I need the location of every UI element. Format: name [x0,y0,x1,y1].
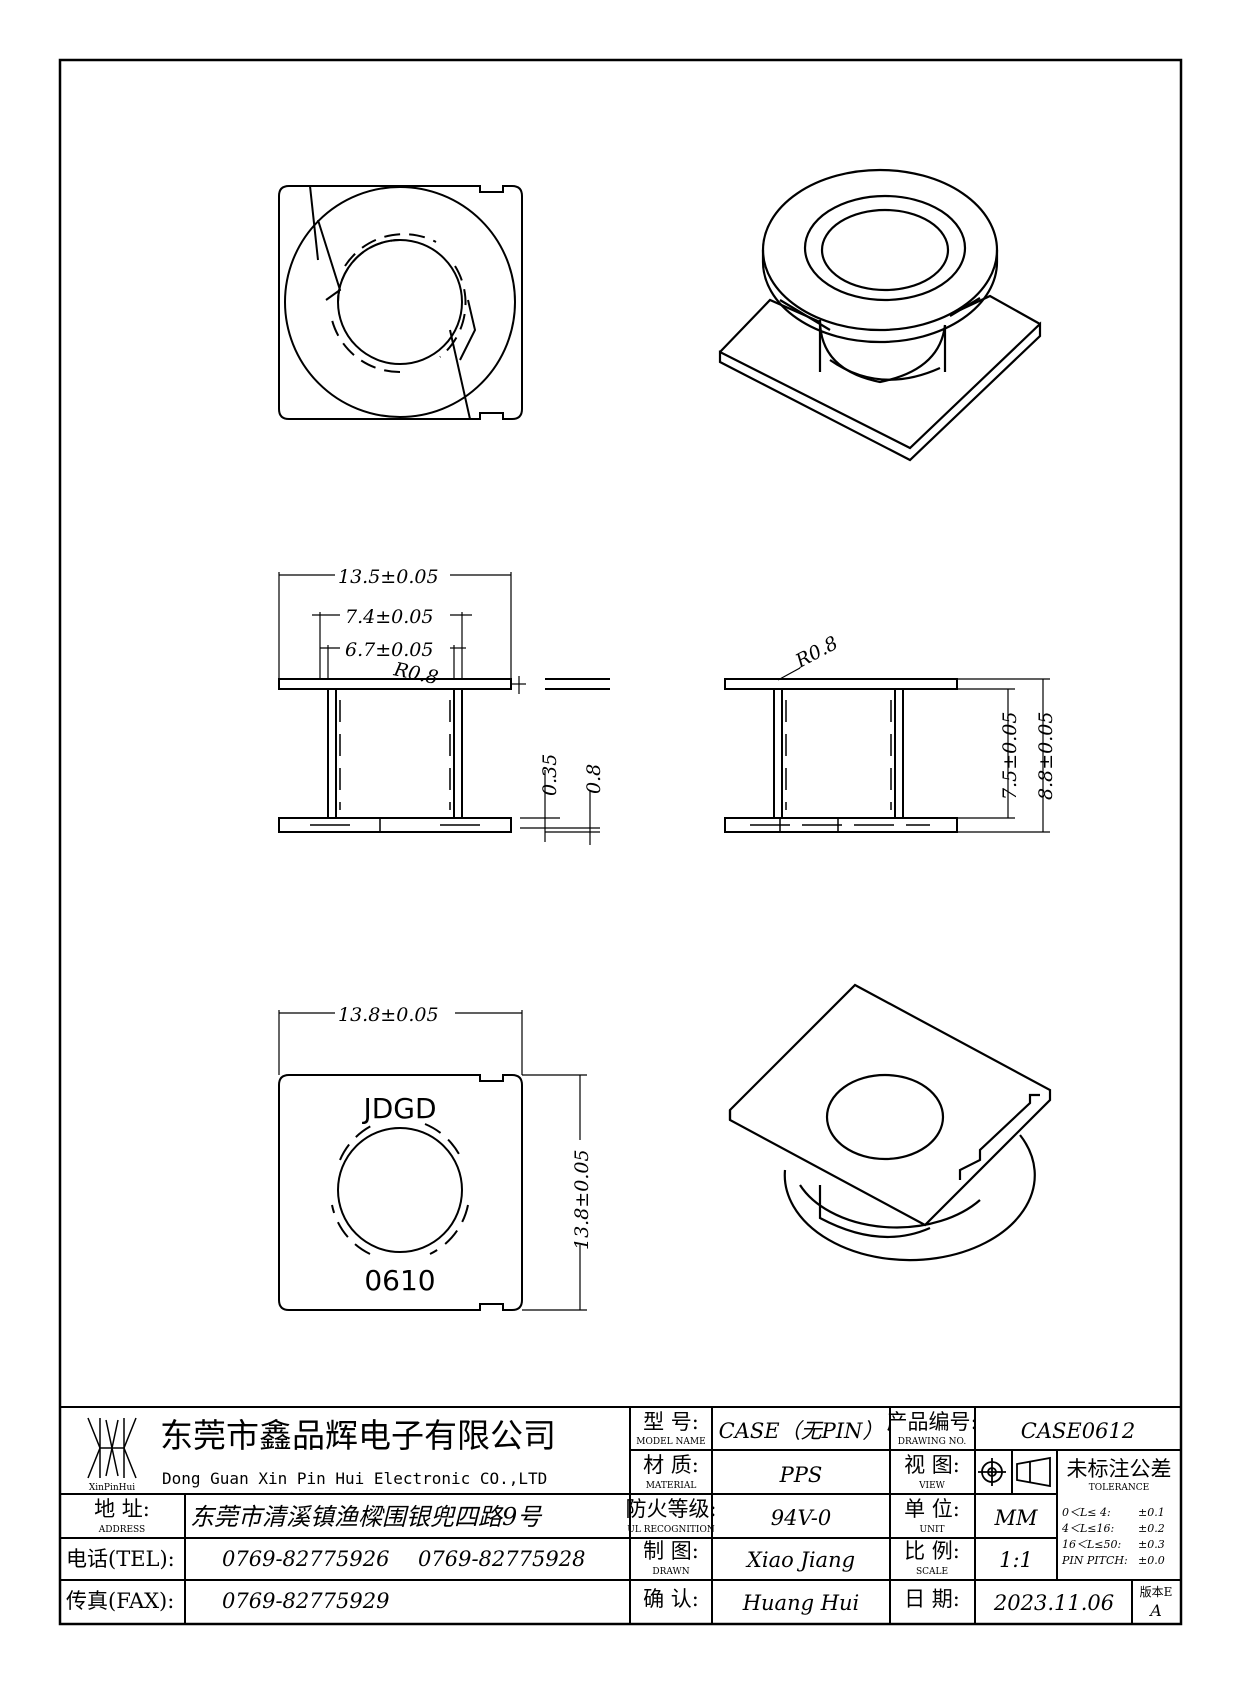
dim-inner-6-7: 6.7±0.05 [345,639,433,661]
title-block-grid [60,1406,1181,1624]
tolerance-range-1: 0＜L≤ 4: [1062,1506,1111,1519]
company-logo [87,1417,137,1479]
bottom-view [278,1074,523,1311]
view-label-en: VIEW [918,1481,946,1491]
dim-total-height-8-8: 8.8±0.05 [1035,712,1057,800]
model-label-en: MODEL NAME [636,1437,705,1447]
tolerance-value-4: ±0.0 [1138,1554,1165,1567]
tel-label: 电话(TEL): [66,1547,175,1571]
unit-label: 单 位: [904,1497,960,1521]
logo-text: XinPinHui [89,1483,135,1493]
tolerance-label-en: TOLERANCE [1089,1483,1150,1493]
fax-label: 传真(FAX): [66,1589,174,1613]
drawn-label: 制 图: [643,1539,699,1563]
bottom-view-dimensions [278,1010,587,1311]
tolerance-range-3: 16＜L≤50: [1062,1538,1121,1551]
dim-radius-front: R0.8 [391,658,440,689]
drawn-value: Xiao Jiang [745,1548,855,1572]
dim-thick-0-8: 0.8 [583,764,605,794]
model-label: 型 号: [643,1410,699,1434]
date-label: 日 期: [904,1587,960,1611]
ul-label: 防火等级: [625,1497,716,1521]
dim-bottom-width: 13.8±0.05 [338,1004,439,1026]
dim-bottom-height: 13.8±0.05 [571,1149,593,1250]
drawn-label-en: DRAWN [652,1567,689,1577]
tolerance-range-2: 4＜L≤16: [1061,1522,1114,1535]
address-label-en: ADDRESS [98,1525,145,1535]
address-label: 地 址: [94,1497,150,1521]
tolerance-range-4: PIN PITCH: [1061,1554,1128,1567]
confirm-value: Huang Hui [742,1591,860,1615]
address-value: 东莞市清溪镇渔樑围银兜四路9号 [190,1503,543,1531]
unit-value: MM [993,1506,1038,1530]
company-name-cn: 东莞市鑫品辉电子有限公司 [160,1416,556,1455]
sheet-border [58,58,1183,1626]
tolerance-value-3: ±0.3 [1138,1538,1165,1551]
dim-thin-0-35: 0.35 [539,754,561,796]
drawing-no-label: 产品编号: [886,1410,977,1434]
tolerance-value-2: ±0.2 [1138,1522,1165,1535]
material-label: 材 质: [643,1453,699,1477]
dim-width-13-5: 13.5±0.05 [338,566,439,588]
fax-value: 0769-82775929 [222,1589,389,1613]
scale-label: 比 例: [904,1539,960,1563]
front-view [278,678,610,833]
tolerance-value-1: ±0.1 [1138,1506,1165,1519]
dim-inner-outer-7-4: 7.4±0.05 [345,606,433,628]
drawing-no-label-en: DRAWING NO. [898,1437,967,1447]
version-value: A [1148,1601,1162,1620]
date-value: 2023.11.06 [993,1591,1114,1615]
projection-symbol-icon [978,1456,1051,1488]
scale-label-en: SCALE [916,1567,948,1577]
iso-view-bottom [728,983,1052,1262]
company-name-en: Dong Guan Xin Pin Hui Electronic CO.,LTD [162,1469,547,1488]
unit-label-en: UNIT [919,1525,944,1535]
material-label-en: MATERIAL [646,1481,697,1491]
tel-value-2: 0769-82775928 [418,1547,585,1571]
confirm-label: 确 认: [643,1587,699,1611]
iso-view-top [718,168,1042,462]
drawing-no-value: CASE0612 [1021,1419,1135,1443]
marking-top: JDGD [361,1092,436,1125]
view-label: 视 图: [904,1453,960,1477]
ul-label-en: UL RECOGNITION [627,1525,715,1535]
dim-inner-height-7-5: 7.5±0.05 [999,712,1021,800]
ul-value: 94V-0 [771,1506,831,1530]
model-value: CASE（无PIN） [719,1419,884,1443]
side-view-dimensions [777,667,1050,833]
scale-value: 1:1 [999,1548,1033,1572]
material-value: PPS [779,1463,823,1487]
side-view [724,678,958,833]
marking-bottom: 0610 [364,1264,435,1297]
version-label: 版本E [1140,1585,1173,1599]
front-view-dimensions [278,572,600,845]
top-view [278,185,523,420]
tolerance-label: 未标注公差 [1067,1457,1172,1481]
tel-value-1: 0769-82775926 [222,1547,389,1571]
dim-radius-side: R0.8 [791,632,842,673]
